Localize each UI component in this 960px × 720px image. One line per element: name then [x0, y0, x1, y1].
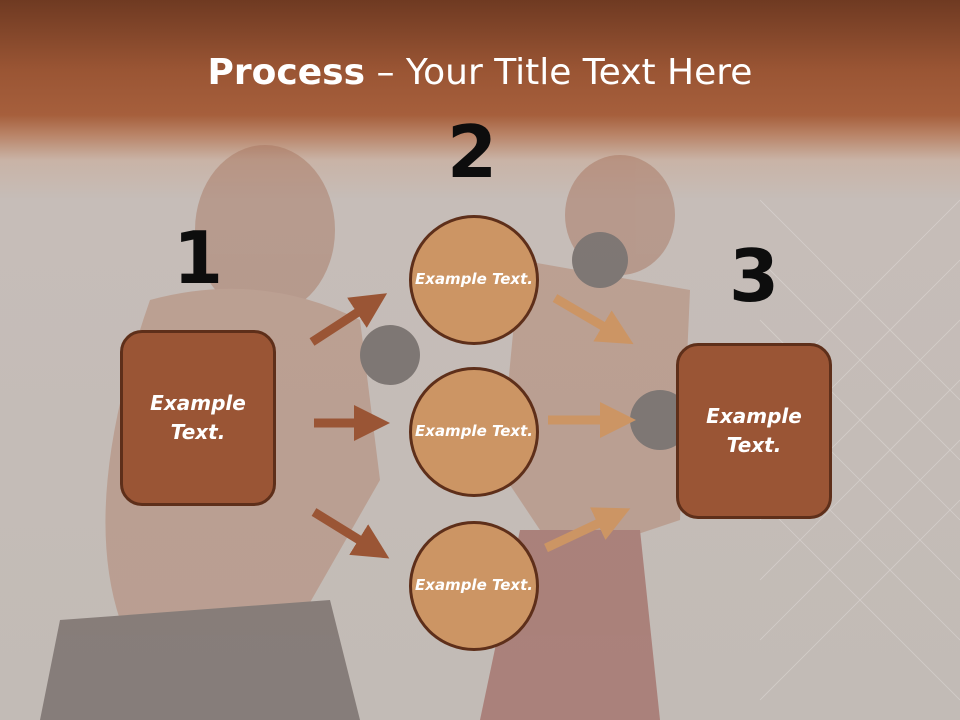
title-rest: – Your Title Text Here	[365, 52, 753, 93]
right-box: Example Text.	[676, 343, 832, 519]
title-bold: Process	[207, 52, 366, 93]
left-box: Example Text.	[120, 330, 276, 506]
circle-bottom: Example Text.	[409, 521, 539, 651]
step-number-2: 2	[446, 110, 498, 194]
slide-title: Process – Your Title Text Here	[0, 52, 960, 93]
step-number-1: 1	[172, 216, 224, 300]
step-number-3: 3	[728, 234, 780, 318]
circle-middle: Example Text.	[409, 367, 539, 497]
circle-top: Example Text.	[409, 215, 539, 345]
